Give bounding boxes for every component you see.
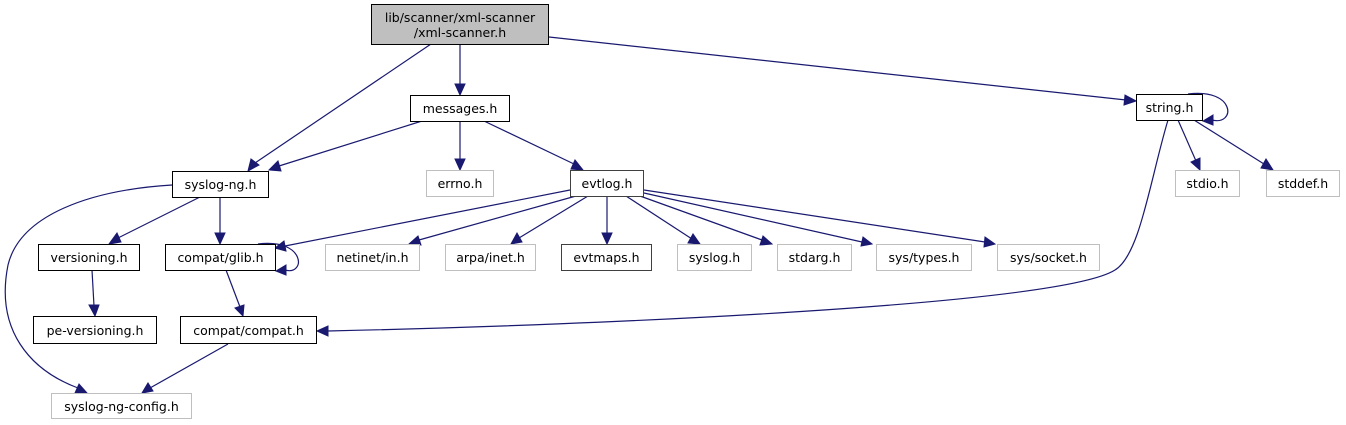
node-evtlog-h[interactable]: evtlog.h bbox=[570, 170, 644, 197]
node-label: stddef.h bbox=[1277, 176, 1329, 191]
node-messages-h[interactable]: messages.h bbox=[410, 95, 510, 122]
node-label: evtmaps.h bbox=[573, 250, 640, 265]
edge-string-stdio bbox=[1177, 119, 1201, 172]
node-label: syslog-ng.h bbox=[184, 177, 257, 192]
node-label: compat/compat.h bbox=[193, 322, 304, 338]
node-label: messages.h bbox=[422, 101, 498, 116]
edge-compat-config bbox=[141, 343, 229, 394]
node-label: stdio.h bbox=[1186, 176, 1229, 191]
root-label-line1: lib/scanner/xml-scanner bbox=[384, 9, 536, 25]
edge-messages-syslogng bbox=[267, 120, 423, 172]
node-pe-versioning-h[interactable]: pe-versioning.h bbox=[33, 316, 157, 344]
edge-evtlog-arpa bbox=[510, 195, 589, 245]
node-netinet-in-h: netinet/in.h bbox=[325, 244, 420, 271]
edge-evtlog-systypes bbox=[643, 192, 874, 247]
edge-evtlog-evtmaps bbox=[601, 196, 613, 246]
edge-syslogng-config bbox=[4, 184, 173, 394]
root-label-line2: /xml-scanner.h bbox=[413, 24, 507, 40]
edge-syslogng-versioning bbox=[107, 196, 201, 245]
node-label: syslog-ng-config.h bbox=[64, 398, 179, 414]
node-label: sys/types.h bbox=[888, 250, 960, 265]
edge-glib-self bbox=[257, 242, 299, 276]
node-evtmaps-h[interactable]: evtmaps.h bbox=[561, 244, 652, 271]
node-compat-glib-h[interactable]: compat/glib.h bbox=[165, 244, 276, 271]
edge-syslogng-glib bbox=[214, 197, 226, 246]
node-sys-socket-h: sys/socket.h bbox=[997, 244, 1100, 271]
node-string-h[interactable]: string.h bbox=[1136, 94, 1203, 121]
edge-string-self bbox=[1187, 92, 1229, 126]
node-syslog-ng-config-h: syslog-ng-config.h bbox=[51, 393, 192, 419]
node-root-xml-scanner-h[interactable]: lib/scanner/xml-scanner /xml-scanner.h bbox=[371, 4, 549, 45]
node-label: string.h bbox=[1145, 100, 1194, 115]
edge-root-string bbox=[548, 36, 1138, 106]
edge-string-stddef bbox=[1193, 119, 1275, 171]
node-versioning-h[interactable]: versioning.h bbox=[38, 244, 140, 271]
edge-evtlog-syslog bbox=[625, 195, 702, 245]
edge-evtlog-stdarg bbox=[639, 195, 774, 246]
node-stdarg-h: stdarg.h bbox=[777, 244, 852, 271]
edge-versioning-peversioning bbox=[88, 269, 100, 318]
edge-messages-evtlog bbox=[483, 120, 585, 171]
edge-root-messages bbox=[454, 44, 466, 97]
node-syslog-ng-h[interactable]: syslog-ng.h bbox=[172, 171, 269, 198]
node-label: stdarg.h bbox=[788, 250, 841, 265]
edge-string-compat bbox=[315, 119, 1169, 337]
node-label: pe-versioning.h bbox=[46, 322, 144, 338]
node-errno-h: errno.h bbox=[426, 170, 494, 197]
node-label: sys/socket.h bbox=[1010, 250, 1087, 265]
node-label: evtlog.h bbox=[581, 176, 633, 191]
node-sys-types-h: sys/types.h bbox=[876, 244, 972, 271]
edge-root-syslogng bbox=[247, 43, 432, 172]
node-label: errno.h bbox=[437, 176, 483, 191]
edge-evtlog-netinet bbox=[407, 195, 577, 246]
edge-glib-compat bbox=[225, 269, 245, 318]
node-label: netinet/in.h bbox=[336, 250, 409, 265]
node-syslog-h: syslog.h bbox=[677, 244, 752, 271]
node-stddef-h: stddef.h bbox=[1266, 170, 1340, 197]
node-label: versioning.h bbox=[50, 250, 128, 265]
node-stdio-h: stdio.h bbox=[1175, 170, 1240, 197]
node-label: arpa/inet.h bbox=[456, 250, 525, 265]
node-label: compat/glib.h bbox=[177, 250, 264, 265]
node-compat-compat-h[interactable]: compat/compat.h bbox=[180, 316, 317, 344]
node-arpa-inet-h: arpa/inet.h bbox=[445, 244, 536, 271]
edge-messages-errno bbox=[454, 121, 466, 172]
node-label: syslog.h bbox=[688, 250, 741, 265]
edge-evtlog-syssocket bbox=[643, 189, 997, 248]
edge-evtlog-glib bbox=[273, 189, 571, 252]
